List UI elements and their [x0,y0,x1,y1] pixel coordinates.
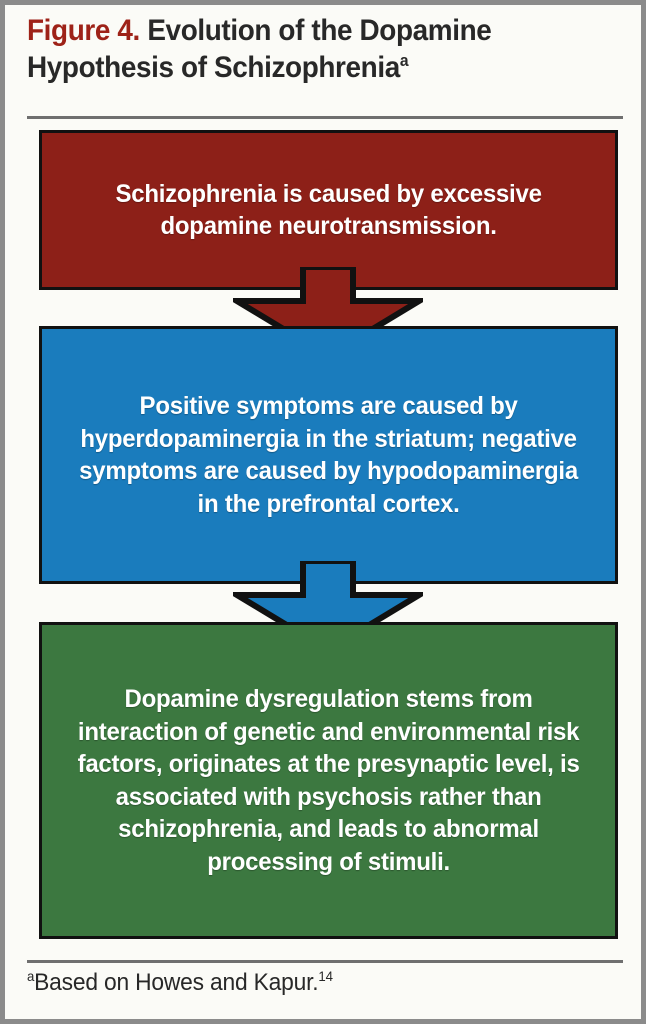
flow-step-2-text: Positive symptoms are caused by hyperdop… [79,392,578,518]
footnote-reference-number: 14 [318,968,333,984]
footnote-marker: a [27,968,35,984]
flow-step-1-box: Schizophrenia is caused by excessive dop… [39,130,618,290]
figure-title-footnote-marker: a [399,50,409,70]
figure-title-text: Evolution of the Dopamine Hypothesis of … [27,14,492,84]
figure-title-block: Figure 4. Evolution of the Dopamine Hypo… [27,13,627,87]
footnote: aBased on Howes and Kapur.14 [27,968,593,998]
flow-step-3-text: Dopamine dysregulation stems from intera… [77,685,580,876]
flow-step-3-box: Dopamine dysregulation stems from intera… [39,622,618,939]
flow-step-1-text: Schizophrenia is caused by excessive dop… [115,179,542,241]
page-title: Figure 4. Evolution of the Dopamine Hypo… [27,13,585,87]
footnote-text: Based on Howes and Kapur. [34,969,319,996]
figure-number: Figure 4. [27,14,140,47]
title-divider [27,116,623,119]
footnote-divider [27,960,623,963]
flow-step-2-box: Positive symptoms are caused by hyperdop… [39,326,618,584]
